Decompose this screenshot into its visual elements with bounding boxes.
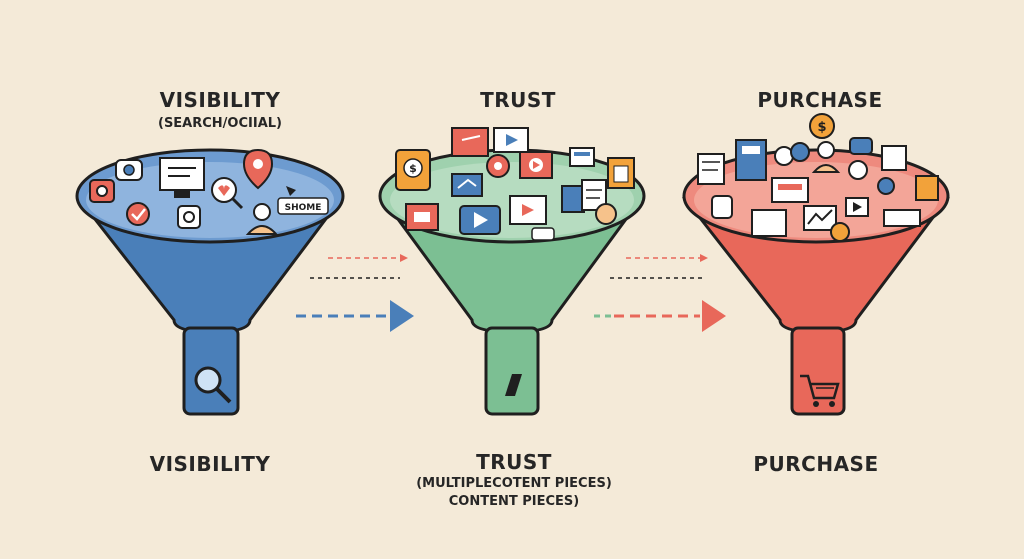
arrow-visibility-to-trust xyxy=(296,254,414,332)
user-icon xyxy=(811,141,841,173)
chat-icon xyxy=(115,159,143,181)
chat-bubble-icon xyxy=(849,137,873,155)
dollar-coin-icon: $ xyxy=(809,113,835,139)
bottom-sublabel-trust-line1: (MULTIPLECOTENT PIECES) xyxy=(416,476,612,491)
video-screen-icon xyxy=(519,151,553,179)
video-play-icon xyxy=(493,127,529,153)
list-icon xyxy=(881,145,907,171)
cursor-icon xyxy=(286,186,296,196)
magnifier-icon xyxy=(194,366,232,404)
coin-icon xyxy=(848,160,868,180)
top-label-visibility: VISIBILITY xyxy=(159,88,281,112)
heart-magnifier-icon xyxy=(211,177,244,210)
tag-box: SHOME xyxy=(277,197,329,215)
bottom-label-visibility: VISIBILITY xyxy=(149,452,271,476)
camera-icon xyxy=(89,179,115,203)
top-sublabel-visibility: (SEARCH/OCIIAL) xyxy=(158,116,282,131)
slash-icon xyxy=(505,374,522,396)
video-icon xyxy=(845,197,869,217)
funnel-purchase: $ xyxy=(681,113,950,416)
top-label-purchase: PURCHASE xyxy=(757,88,883,112)
slideshow-icon xyxy=(509,195,547,225)
monitor-icon xyxy=(159,157,205,198)
chat-users-icon xyxy=(774,142,810,166)
presenter-icon xyxy=(451,127,489,157)
svg-text:$: $ xyxy=(817,120,826,135)
camera-small-icon xyxy=(531,227,555,241)
gear-icon xyxy=(830,222,850,242)
calculator-icon xyxy=(735,139,767,181)
media-icon xyxy=(751,209,787,237)
document-icon xyxy=(697,153,725,185)
document-icon xyxy=(569,147,595,167)
checkmark-icon xyxy=(126,202,150,226)
bottom-sublabel-trust-line2: CONTENT PIECES) xyxy=(448,494,580,509)
bottom-label-purchase: PURCHASE xyxy=(753,452,879,476)
chart-icon xyxy=(915,175,939,201)
hand-icon xyxy=(711,195,733,219)
video-frame-icon xyxy=(405,203,439,231)
funnel-trust: $ xyxy=(378,127,646,416)
dollar-document-icon: $ xyxy=(395,149,431,191)
arrow-trust-to-purchase xyxy=(594,254,726,332)
youtube-icon xyxy=(459,205,501,235)
handshake-icon xyxy=(451,173,483,197)
svg-text:$: $ xyxy=(409,162,417,175)
tag-text: SHOME xyxy=(285,203,322,213)
top-label-trust: TRUST xyxy=(480,88,556,112)
funnel-purchase-stem xyxy=(790,326,846,416)
presentation-icon xyxy=(771,177,809,203)
form-icon xyxy=(883,209,921,227)
graph-icon xyxy=(803,205,837,231)
profile-icon xyxy=(877,177,895,195)
user-icon xyxy=(245,203,279,235)
chart-icon xyxy=(607,157,635,189)
user-badge-icon xyxy=(595,203,617,225)
target-icon xyxy=(177,205,201,229)
play-button-icon xyxy=(486,154,510,178)
location-pin-icon xyxy=(242,148,274,190)
funnel-visibility: SHOME xyxy=(75,148,345,416)
shopping-cart-icon xyxy=(800,374,840,407)
funnel-trust-stem xyxy=(484,326,540,416)
bottom-label-trust: TRUST xyxy=(476,450,552,474)
